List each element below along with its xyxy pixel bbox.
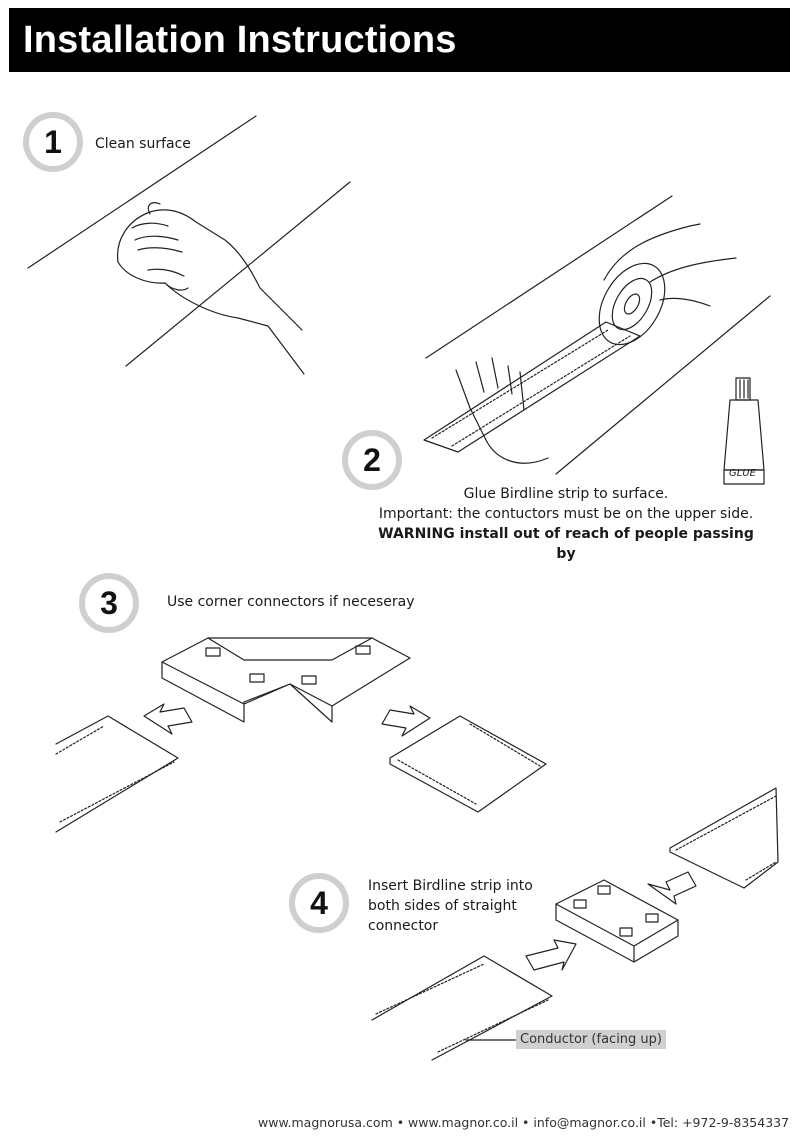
footer-contact: www.magnorusa.com • www.magnor.co.il • i… [258,1115,790,1130]
step-2-number: 2 [363,441,381,478]
step-2-line-1: Glue Birdline strip to surface. [463,486,669,502]
corner-connector-illustration [55,637,547,833]
page-title: Installation Instructions [23,18,457,61]
step-4-number: 4 [310,884,328,921]
step-4-line-2: both sides of straight [368,898,517,914]
step-1-number: 1 [44,123,62,160]
step-4-badge: 4 [289,873,349,933]
step-4-line-3: connector [368,918,439,934]
conductor-label: Conductor (facing up) [516,1030,666,1049]
step-3-number: 3 [100,584,118,621]
step-4-line-1: Insert Birdline strip into [368,878,533,894]
step-3-badge: 3 [79,573,139,633]
step-4-text: Insert Birdline strip into both sides of… [368,876,533,936]
step-1-text: Clean surface [95,136,191,152]
step-2-badge: 2 [342,430,402,490]
step-1-badge: 1 [23,112,83,172]
glue-strip-illustration [423,195,771,485]
step-2-line-2: Important: the contuctors must be on the… [378,506,754,522]
glue-label: GLUE [729,468,756,479]
step-2-text: Glue Birdline strip to surface. Importan… [370,484,762,564]
step-3-text: Use corner connectors if neceseray [167,594,415,610]
straight-connector-illustration [371,787,779,1061]
cleaning-hand-illustration [27,115,351,375]
step-2-warning: WARNING install out of reach of people p… [378,526,754,562]
header-bar: Installation Instructions [9,8,790,72]
